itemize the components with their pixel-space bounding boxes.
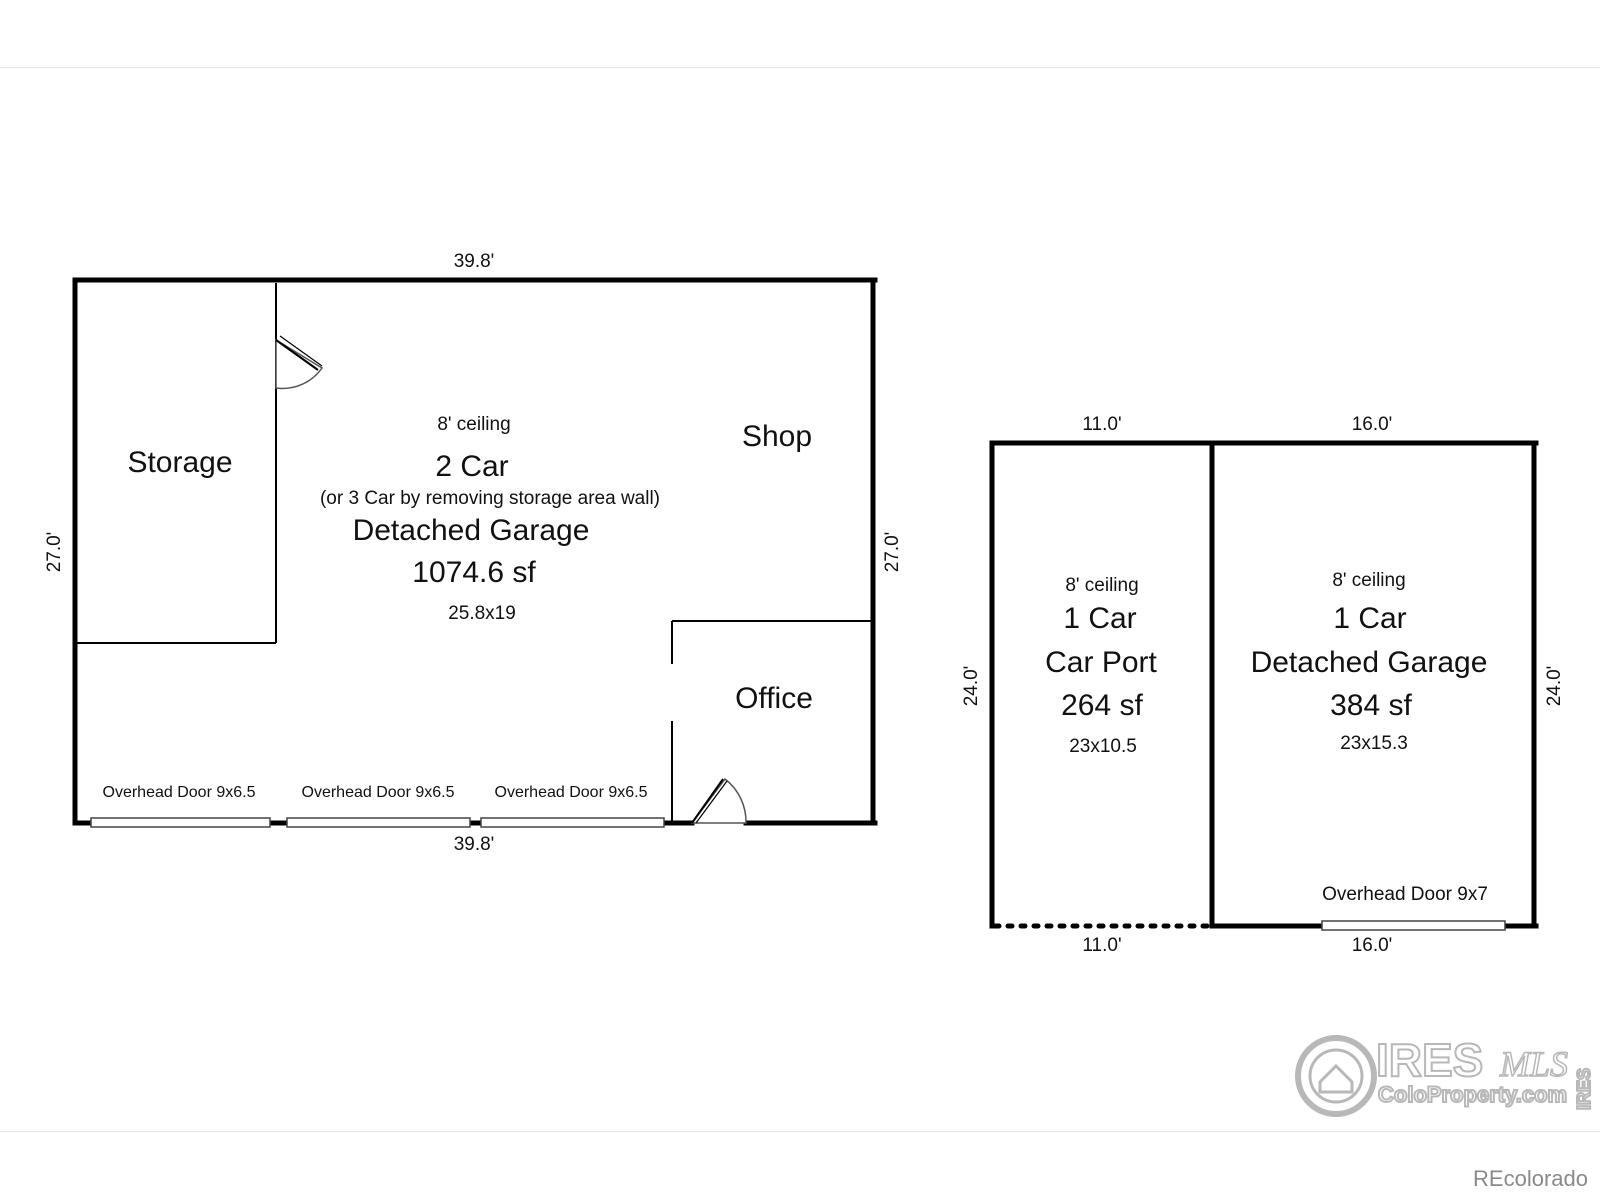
watermark-brand: IRES bbox=[1376, 1034, 1483, 1086]
small-garage-door-label: Overhead Door 9x7 bbox=[1322, 884, 1488, 905]
small-garage-area: 384 sf bbox=[1330, 689, 1412, 722]
carport-dim-top: 11.0' bbox=[1082, 414, 1121, 435]
small-garage-size: 23x15.3 bbox=[1340, 733, 1408, 754]
small-garage-ceiling: 8' ceiling bbox=[1332, 570, 1405, 591]
overhead-door-2 bbox=[286, 817, 471, 828]
main-dim-bottom: 39.8' bbox=[454, 834, 495, 855]
small-garage-dim-top: 16.0' bbox=[1352, 414, 1393, 435]
house-icon bbox=[1318, 1063, 1354, 1094]
main-dim-left: 27.0' bbox=[44, 532, 65, 573]
carport-area: 264 sf bbox=[1061, 689, 1143, 722]
carport-cars: 1 Car bbox=[1063, 602, 1136, 635]
room-label-storage: Storage bbox=[127, 446, 232, 479]
watermark-site: ColoProperty.com bbox=[1378, 1082, 1567, 1107]
bottom-margin bbox=[0, 1131, 1600, 1201]
small-garage-cars: 1 Car bbox=[1333, 602, 1406, 635]
main-cars: 2 Car bbox=[435, 450, 508, 483]
carport-dim-left: 24.0' bbox=[961, 666, 982, 707]
carport-dim-bottom: 11.0' bbox=[1082, 935, 1121, 956]
door-label-1: Overhead Door 9x6.5 bbox=[103, 784, 256, 801]
office-door bbox=[690, 777, 747, 824]
main-size: 25.8x19 bbox=[448, 603, 516, 624]
room-label-shop: Shop bbox=[742, 420, 812, 453]
storage-door bbox=[275, 335, 324, 390]
carport-name: Car Port bbox=[1045, 646, 1157, 679]
room-label-office: Office bbox=[735, 682, 813, 715]
ires-watermark: IRES MLS ColoProperty.com IRES bbox=[1295, 1033, 1595, 1117]
main-name: Detached Garage bbox=[353, 514, 590, 547]
small-garage-dim-right: 24.0' bbox=[1544, 666, 1565, 707]
carport-ceiling: 8' ceiling bbox=[1065, 575, 1138, 596]
top-margin bbox=[0, 0, 1600, 68]
right-structure: 11.0' 11.0' 16.0' 16.0' 24.0' 24.0' 8' c… bbox=[961, 414, 1565, 956]
main-garage: 39.8' 39.8' 27.0' 27.0' Storage Shop Off… bbox=[44, 251, 903, 855]
watermark-mls: MLS bbox=[1499, 1044, 1568, 1084]
main-dim-right: 27.0' bbox=[882, 532, 903, 573]
watermark-side: IRES bbox=[1574, 1068, 1594, 1110]
main-area: 1074.6 sf bbox=[412, 556, 536, 589]
carport-size: 23x10.5 bbox=[1069, 736, 1137, 757]
small-garage-name: Detached Garage bbox=[1251, 646, 1488, 679]
source-credit: REcolorado bbox=[1473, 1166, 1588, 1191]
overhead-door-small bbox=[1321, 920, 1506, 931]
main-dim-top: 39.8' bbox=[454, 251, 495, 272]
main-ceiling: 8' ceiling bbox=[437, 414, 510, 435]
small-garage-dim-bottom: 16.0' bbox=[1352, 935, 1393, 956]
overhead-door-1 bbox=[90, 817, 271, 828]
door-label-2: Overhead Door 9x6.5 bbox=[302, 784, 455, 801]
overhead-door-3 bbox=[480, 817, 665, 828]
main-note: (or 3 Car by removing storage area wall) bbox=[320, 488, 660, 509]
door-label-3: Overhead Door 9x6.5 bbox=[495, 784, 648, 801]
